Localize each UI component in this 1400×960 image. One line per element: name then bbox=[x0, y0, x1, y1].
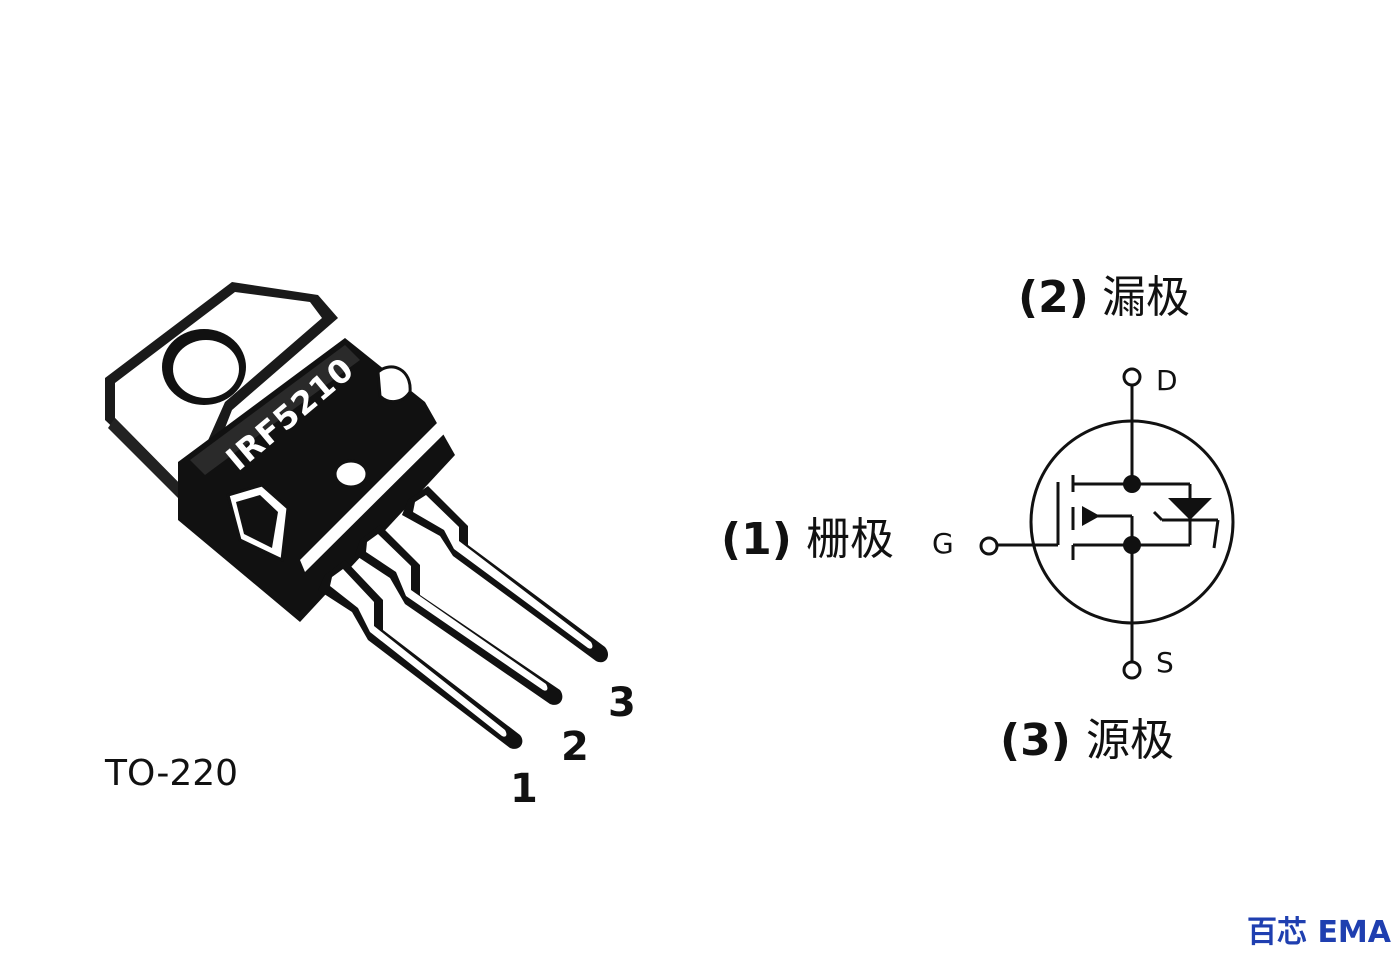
drain-terminal bbox=[1122, 367, 1142, 387]
gate-label: (1) 栅极 bbox=[721, 514, 894, 565]
source-number: (3) bbox=[1000, 715, 1071, 766]
source-letter: S bbox=[1156, 646, 1174, 679]
mold-mark bbox=[333, 459, 369, 489]
to220-package: IRF5210 1 2 3 TO-220 bbox=[104, 282, 636, 812]
pin-number-2: 2 bbox=[561, 724, 589, 770]
package-name: TO-220 bbox=[104, 753, 238, 794]
brand-watermark: 百芯 EMA bbox=[1247, 915, 1392, 950]
drain-name: 漏极 bbox=[1102, 272, 1190, 323]
pin-number-1: 1 bbox=[510, 766, 538, 812]
drain-label: (2) 漏极 bbox=[1018, 272, 1190, 323]
gate-terminal bbox=[979, 536, 999, 556]
pin-3-lead bbox=[402, 486, 609, 663]
terminals bbox=[979, 367, 1142, 680]
source-junction bbox=[1123, 536, 1141, 554]
source-name: 源极 bbox=[1086, 715, 1174, 766]
pin-number-3: 3 bbox=[608, 680, 636, 726]
pin-2-lead bbox=[355, 525, 563, 705]
mosfet-symbol bbox=[996, 385, 1235, 663]
drain-junction bbox=[1123, 475, 1141, 493]
gate-name: 栅极 bbox=[806, 514, 894, 565]
body-diode bbox=[1168, 498, 1212, 520]
channel-arrow bbox=[1082, 506, 1100, 526]
pin-1-lead bbox=[318, 560, 523, 749]
metal-tab bbox=[105, 282, 338, 505]
gate-number: (1) bbox=[721, 514, 792, 565]
gate-letter: G bbox=[932, 527, 954, 560]
source-label: (3) 源极 bbox=[1000, 715, 1174, 766]
drain-number: (2) bbox=[1018, 272, 1089, 323]
source-terminal bbox=[1122, 660, 1142, 680]
drain-letter: D bbox=[1156, 364, 1178, 397]
mosfet-symbol-fills bbox=[1082, 475, 1212, 554]
